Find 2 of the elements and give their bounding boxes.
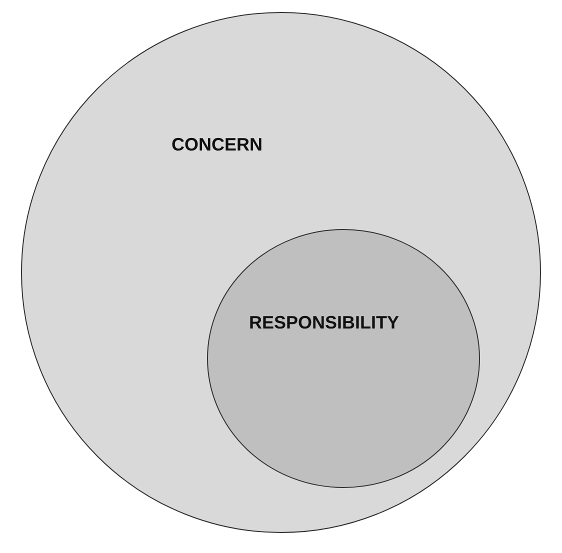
set-label: CONCERN (172, 134, 262, 156)
set-label: RESPONSIBILITY (248, 312, 400, 334)
